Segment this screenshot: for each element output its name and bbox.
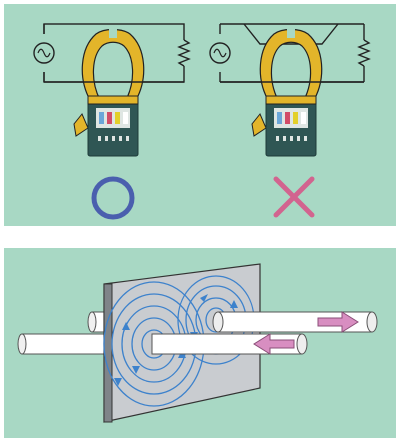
conductor-wire <box>243 23 339 45</box>
clamp-usage-panel <box>4 4 396 226</box>
clamp-meter-icon <box>251 26 323 157</box>
clamp-meter-icon <box>73 26 145 157</box>
ac-source-icon <box>209 34 231 72</box>
field-cancellation-diagram <box>17 263 378 423</box>
field-cancellation-panel <box>4 248 396 438</box>
wrong-example <box>209 23 371 218</box>
conductor-rod-icon <box>212 311 378 333</box>
resistor-icon <box>357 39 371 67</box>
ac-source-icon <box>33 34 55 72</box>
circle-icon <box>91 176 135 220</box>
cross-icon <box>273 176 315 218</box>
clamp-usage-diagram <box>33 23 371 220</box>
arrow-left-icon <box>253 333 295 355</box>
conductor-rod-icon <box>17 333 115 355</box>
resistor-icon <box>177 39 191 67</box>
correct-example <box>33 23 191 220</box>
arrow-right-icon <box>317 311 359 333</box>
